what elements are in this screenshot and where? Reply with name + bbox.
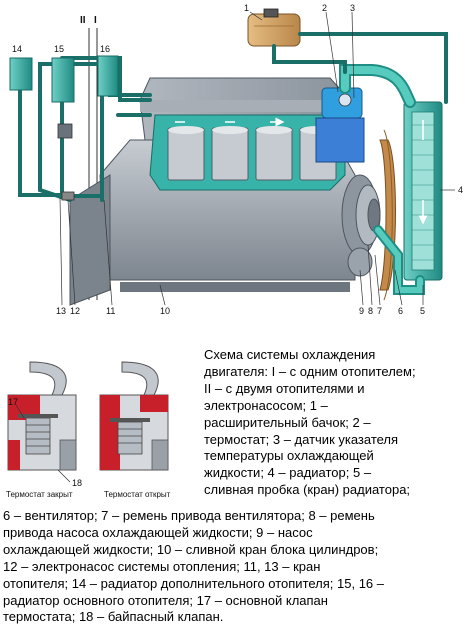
caption-line: отопителя; 14 – радиатор дополнительного… — [3, 575, 385, 591]
part-number-12: 12 — [70, 306, 81, 316]
thermostat-closed-drawing — [7, 361, 77, 471]
caption-line: радиатор основного отопителя; 17 – основ… — [3, 592, 328, 608]
caption-line: 12 – электронасос системы отопления; 11,… — [3, 558, 321, 574]
part-number-11: 11 — [106, 306, 116, 316]
part-number-15: 15 — [54, 44, 65, 54]
part-number-17: 17 — [8, 397, 19, 407]
caption-line: Схема системы охлаждения — [204, 347, 376, 362]
caption-line: охлаждающей жидкости; 10 – сливной кран … — [3, 541, 379, 557]
label-variant-ii: II — [80, 15, 86, 26]
part-number-8: 8 — [368, 306, 374, 316]
engine-block — [69, 77, 356, 306]
caption-right: Схема системы охлаждения двигателя: I – … — [204, 347, 472, 499]
caption-line: термостат; 3 – датчик указателя — [204, 431, 399, 447]
part-number-5: 5 — [420, 306, 426, 316]
caption-line: 6 – вентилятор; 7 – ремень привода венти… — [3, 508, 375, 523]
thermostat-housing — [315, 87, 365, 163]
thermostat-open-label: Термостат открыт — [104, 490, 171, 499]
label-variant-i: I — [94, 15, 97, 26]
caption-line: жидкости; 4 – радиатор; 5 – — [204, 465, 372, 481]
part-number-18: 18 — [72, 478, 83, 488]
radiator — [403, 101, 443, 281]
thermostat-leaders — [15, 404, 71, 483]
caption-line: сливная пробка (кран) радиатора; — [204, 482, 411, 498]
caption-line: двигателя: I – с одним отопителем; — [204, 363, 416, 379]
part-number-4: 4 — [458, 185, 464, 195]
part-number-7: 7 — [377, 306, 383, 316]
caption-bottom: 6 – вентилятор; 7 – ремень привода венти… — [3, 508, 473, 626]
part-number-13: 13 — [56, 306, 67, 316]
thermostat-open-drawing — [99, 361, 169, 471]
heater-radiators — [9, 55, 119, 201]
caption-line: II – с двумя отопителями и — [204, 380, 365, 396]
part-number-3: 3 — [350, 3, 356, 13]
expansion-tank — [247, 8, 301, 47]
part-number-9: 9 — [359, 306, 365, 316]
thermostat-closed-label: Термостат закрыт — [6, 490, 73, 499]
caption-line: электронасосом; 1 – — [204, 397, 328, 413]
leader-lines — [59, 11, 455, 306]
part-number-1: 1 — [244, 3, 250, 13]
part-number-6: 6 — [398, 306, 404, 316]
part-number-10: 10 — [160, 306, 171, 316]
part-number-14: 14 — [12, 44, 23, 54]
part-number-16: 16 — [100, 44, 111, 54]
caption-line: термостата; 18 – байпасный клапан. — [3, 609, 224, 625]
water-pump-pulleys — [341, 174, 381, 277]
caption-line: температуры охлаждающей — [204, 448, 374, 464]
caption-line: привода насоса охлаждающей жидкости; 9 –… — [3, 524, 313, 540]
part-number-2: 2 — [322, 3, 328, 13]
caption-line: расширительный бачок; 2 – — [204, 414, 371, 430]
